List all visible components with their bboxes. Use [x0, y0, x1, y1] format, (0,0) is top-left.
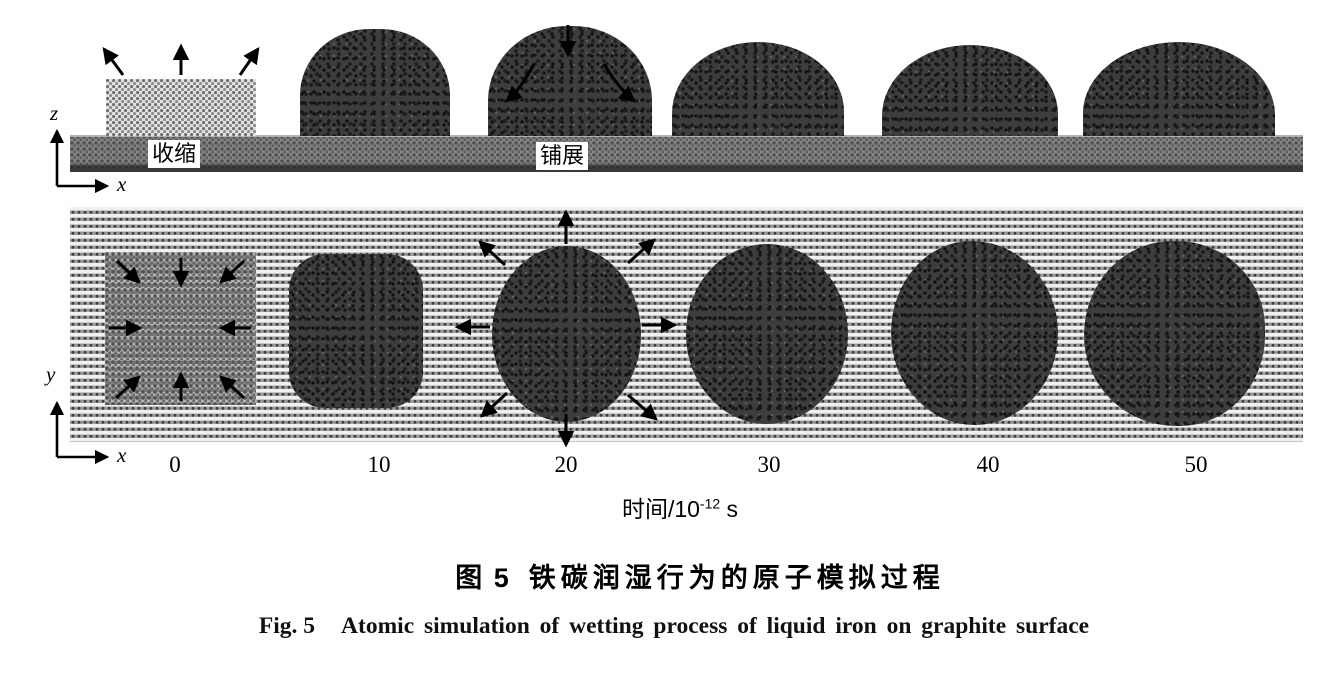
time-tick-40: 40: [976, 452, 1000, 477]
time-tick-50: 50: [1184, 452, 1208, 477]
side-axis-z-label: z: [50, 101, 59, 125]
caption-chinese-figure-number: 图 5: [455, 563, 511, 593]
iron-droplet-side-t10: [300, 29, 450, 136]
top-axis-x-label: x: [117, 443, 127, 467]
caption-chinese-text: 铁碳润湿行为的原子模拟过程: [528, 563, 945, 593]
time-axis-title-exponent: -12: [699, 495, 721, 512]
time-tick-0: 0: [169, 452, 181, 477]
iron-droplet-side-t30: [672, 42, 844, 136]
iron-droplet-top-t20: [492, 246, 641, 422]
side-axis-x-label: x: [117, 172, 127, 196]
iron-droplet-top-t10: [289, 254, 423, 408]
iron-block-t0-top: [105, 252, 256, 405]
caption-chinese: 图 5 铁碳润湿行为的原子模拟过程: [455, 556, 945, 595]
top-axis-y-label: y: [46, 362, 56, 386]
iron-droplet-top-t40: [891, 241, 1058, 425]
iron-droplet-side-t40: [882, 45, 1058, 136]
time-axis-title: 时间/10-12 s: [622, 490, 738, 524]
iron-droplet-top-t50: [1084, 241, 1265, 426]
up-left-arrow-icon: [102, 47, 125, 76]
caption-english-text: Atomic simulation of wetting process of …: [341, 613, 1090, 639]
time-tick-20: 20: [554, 452, 578, 477]
graphite-substrate-side-view: [70, 135, 1303, 172]
time-tick-30: 30: [757, 452, 781, 477]
iron-droplet-top-t30: [686, 244, 848, 424]
contraction-label: 收缩: [148, 140, 201, 168]
caption-english: Fig. 5 Atomic simulation of wetting proce…: [259, 613, 1089, 640]
caption-english-figure-number: Fig. 5: [258, 613, 316, 639]
time-tick-10: 10: [367, 452, 391, 477]
iron-droplet-side-t50: [1083, 42, 1275, 136]
spreading-label: 铺展: [536, 142, 589, 170]
iron-droplet-side-t20: [488, 26, 652, 136]
time-axis-title-unit: s: [726, 496, 739, 522]
up-right-arrow-icon: [238, 46, 260, 76]
iron-block-t0-side: [106, 79, 256, 136]
evaporation-arrows: [102, 43, 260, 76]
time-axis-title-prefix: 时间/10: [621, 496, 700, 522]
